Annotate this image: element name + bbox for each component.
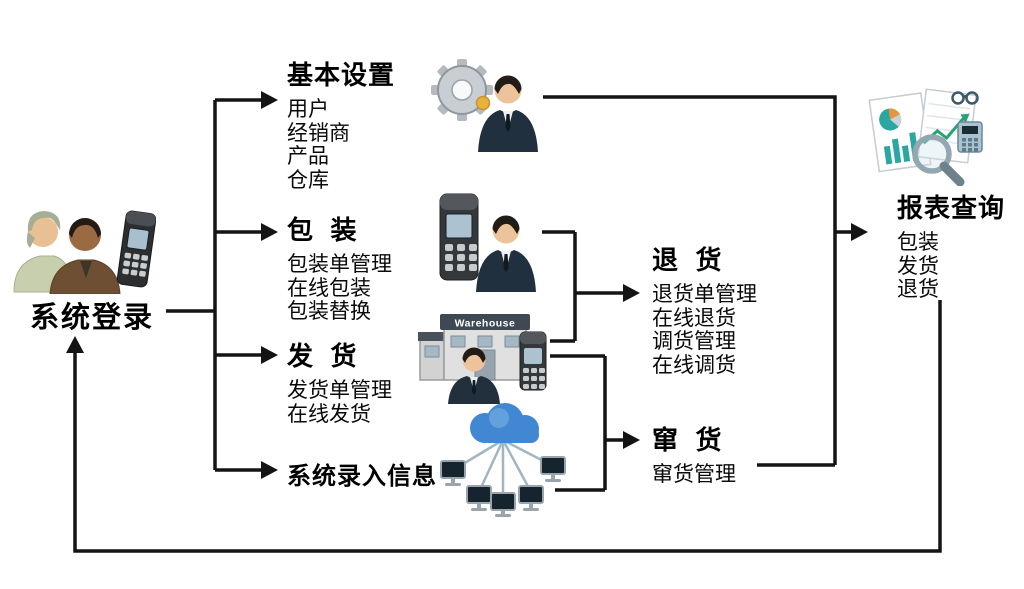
node-title: 窜 货 <box>652 425 723 455</box>
node-item: 发货单管理 <box>287 379 392 402</box>
node-channel-goods: 窜 货 窜货管理 <box>652 420 736 487</box>
node-reports: 报表查询 包装 发货 退货 <box>897 188 1005 302</box>
node-item: 窜货管理 <box>652 463 736 486</box>
node-item: 发货 <box>897 254 939 278</box>
node-item: 用户 <box>287 98 329 121</box>
node-title: 系统录入信息 <box>287 463 437 490</box>
arrow-packing <box>261 223 278 241</box>
node-returns: 退 货 退货单管理 在线退货 调货管理 在线调货 <box>652 240 757 377</box>
node-system-entry: 系统录入信息 <box>287 456 437 491</box>
cloud-shape <box>470 403 539 443</box>
warehouse-building: Warehouse <box>418 314 530 381</box>
arrowheads <box>66 91 868 479</box>
gear-man-icon <box>431 59 538 152</box>
woman-figure <box>13 211 73 293</box>
node-item: 调货管理 <box>652 330 736 353</box>
gear-shape <box>431 59 493 121</box>
top-to-right-rail-line <box>543 95 837 465</box>
man-figure <box>49 218 121 294</box>
calculator <box>957 121 983 153</box>
node-item: 在线包装 <box>287 276 371 300</box>
node-title: 发 货 <box>287 341 358 371</box>
returns-collector-line <box>542 230 624 343</box>
warehouse-man-icon: Warehouse <box>418 314 547 404</box>
node-item: 退货单管理 <box>652 283 757 306</box>
node-item: 仓库 <box>287 168 329 192</box>
login-title: 系统登录 <box>30 302 155 334</box>
device-man-icon <box>439 193 536 292</box>
channel-collector-line <box>550 354 624 492</box>
node-shipping: 发 货 发货单管理 在线发货 <box>287 336 392 426</box>
handheld-terminal <box>116 210 156 288</box>
node-item: 退货 <box>897 278 939 301</box>
arrow-login-feedback <box>66 336 84 353</box>
login-users-icon <box>13 210 156 294</box>
arrow-basic-settings <box>261 91 278 109</box>
cloud-network-icon <box>440 403 566 517</box>
node-packing: 包 装 包装单管理 在线包装 包装替换 <box>287 210 392 324</box>
magnifier <box>912 134 965 186</box>
node-item: 在线发货 <box>287 402 371 426</box>
businessman-figure <box>476 215 536 292</box>
arrow-returns <box>623 284 640 302</box>
arrow-channel-goods <box>623 431 640 449</box>
node-item: 经销商 <box>287 121 350 145</box>
handheld-terminal <box>439 193 479 281</box>
node-title: 包 装 <box>287 215 358 245</box>
node-basic-settings: 基本设置 用户 经销商 产品 仓库 <box>287 55 395 192</box>
feedback-loop-line <box>73 300 942 553</box>
node-item: 在线退货 <box>652 306 736 330</box>
network-computers <box>440 456 566 517</box>
node-title: 基本设置 <box>287 60 396 90</box>
eyeglasses <box>951 91 979 105</box>
businessman-figure <box>448 347 500 404</box>
arrow-shipping <box>261 346 278 364</box>
arrow-entry <box>261 461 278 479</box>
handheld-terminal <box>519 331 547 391</box>
node-item: 包装 <box>897 231 939 254</box>
arrow-reports <box>851 223 868 241</box>
warehouse-sign-text: Warehouse <box>455 318 516 330</box>
node-item: 包装替换 <box>287 300 371 323</box>
node-item: 在线调货 <box>652 353 736 377</box>
node-title: 报表查询 <box>897 193 1006 223</box>
node-item: 产品 <box>287 145 329 168</box>
node-title: 退 货 <box>652 245 723 275</box>
businessman-figure <box>478 75 538 152</box>
report-query-icon <box>868 88 983 186</box>
node-item: 包装单管理 <box>287 253 392 276</box>
